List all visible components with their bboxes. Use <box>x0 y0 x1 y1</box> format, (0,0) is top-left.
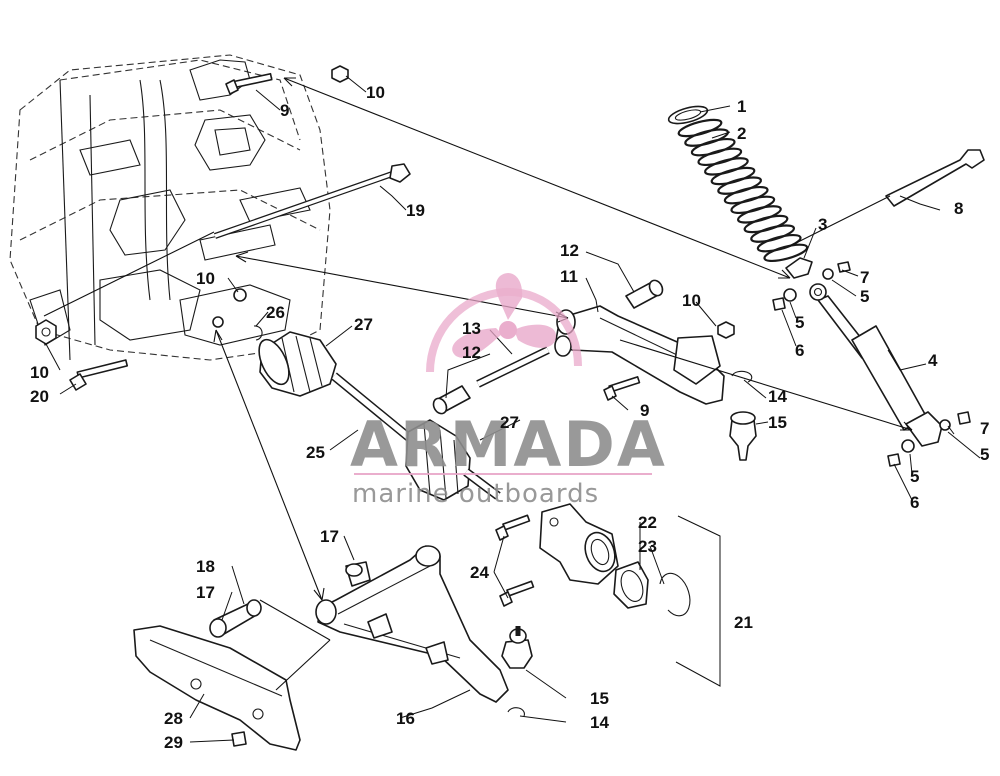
lower-ball-joint <box>501 626 533 717</box>
callout-27-inner: 27 <box>354 315 373 334</box>
callout-10-left: 10 <box>30 363 49 382</box>
spring-coil-turn <box>697 147 743 167</box>
callout-22: 22 <box>638 513 657 532</box>
spring-coil-turn <box>736 205 782 224</box>
callout-10-arm: 10 <box>682 291 701 310</box>
callout-6-upper: 6 <box>795 341 804 360</box>
callout-15-upper: 15 <box>768 413 787 432</box>
callout-2: 2 <box>737 124 746 143</box>
callout-7-lower: 7 <box>980 419 989 438</box>
callout-6-lower: 6 <box>910 493 919 512</box>
reference-arrows <box>43 77 913 691</box>
spring-coil-turn <box>750 224 796 243</box>
callout-5-upper-left: 5 <box>795 313 804 332</box>
spring-coil-turn <box>743 214 789 234</box>
callout-29: 29 <box>164 733 183 752</box>
callout-14-upper: 14 <box>768 387 787 406</box>
callout-21: 21 <box>734 613 753 632</box>
callout-18: 18 <box>196 557 215 576</box>
callout-26: 26 <box>266 303 285 322</box>
callout-4: 4 <box>928 351 938 370</box>
spring-coil-turn <box>717 176 763 195</box>
spring-coil-turn <box>690 137 736 157</box>
callout-13: 13 <box>462 319 481 338</box>
callout-16: 16 <box>396 709 415 728</box>
callout-8: 8 <box>954 199 963 218</box>
callout-10-top: 10 <box>366 83 385 102</box>
steering-knuckle <box>495 503 721 687</box>
shock-absorber <box>772 261 971 467</box>
callout-23: 23 <box>638 537 657 556</box>
skid-plate <box>133 625 301 751</box>
upper-ball-joint <box>729 370 757 461</box>
spring-coil-turn <box>723 185 769 205</box>
callout-25: 25 <box>306 443 325 462</box>
spring-coil-turn <box>684 128 730 147</box>
callout-5-lower-right: 5 <box>980 445 989 464</box>
callout-14-lower: 14 <box>590 713 609 732</box>
callout-27-outer: 27 <box>500 413 519 432</box>
coil-spring-assembly <box>667 105 813 279</box>
watermark-brand: ARMADA <box>350 408 667 481</box>
callout-5-lower-left: 5 <box>910 467 919 486</box>
lower-a-arm <box>209 545 509 703</box>
callout-10-frame: 10 <box>196 269 215 288</box>
callout-17-left: 17 <box>196 583 215 602</box>
callout-5-upper-right: 5 <box>860 287 869 306</box>
callout-12-upper: 12 <box>560 241 579 260</box>
leader-lines <box>45 75 981 743</box>
callout-9-upper: 9 <box>280 101 289 120</box>
spring-coil-turn <box>703 157 749 176</box>
spring-coil-turn <box>730 195 776 215</box>
upper-a-arm <box>432 279 735 415</box>
watermark-logo: ARMADA marine outboards <box>350 272 667 509</box>
callout-17-arm: 17 <box>320 527 339 546</box>
spanner-wrench <box>885 149 985 207</box>
callout-20: 20 <box>30 387 49 406</box>
spring-coil-turn <box>763 243 809 263</box>
callout-7-upper: 7 <box>860 268 869 287</box>
spring-coil-turn <box>710 166 756 186</box>
watermark-tagline: marine outboards <box>352 479 599 509</box>
callout-labels: 1 2 3 4 5 5 5 5 6 6 7 7 8 9 9 10 10 10 1… <box>30 83 989 752</box>
callout-15-lower: 15 <box>590 689 609 708</box>
callout-11: 11 <box>560 267 578 286</box>
callout-24: 24 <box>470 563 489 582</box>
cv-axle <box>253 325 501 501</box>
propeller-icon <box>426 272 582 373</box>
callout-1: 1 <box>737 97 746 116</box>
frame-hardware <box>35 65 411 391</box>
callout-19: 19 <box>406 201 425 220</box>
callout-3: 3 <box>818 215 827 234</box>
callout-9-lower: 9 <box>640 401 649 420</box>
callout-28: 28 <box>164 709 183 728</box>
callout-12-lower: 12 <box>462 343 481 362</box>
